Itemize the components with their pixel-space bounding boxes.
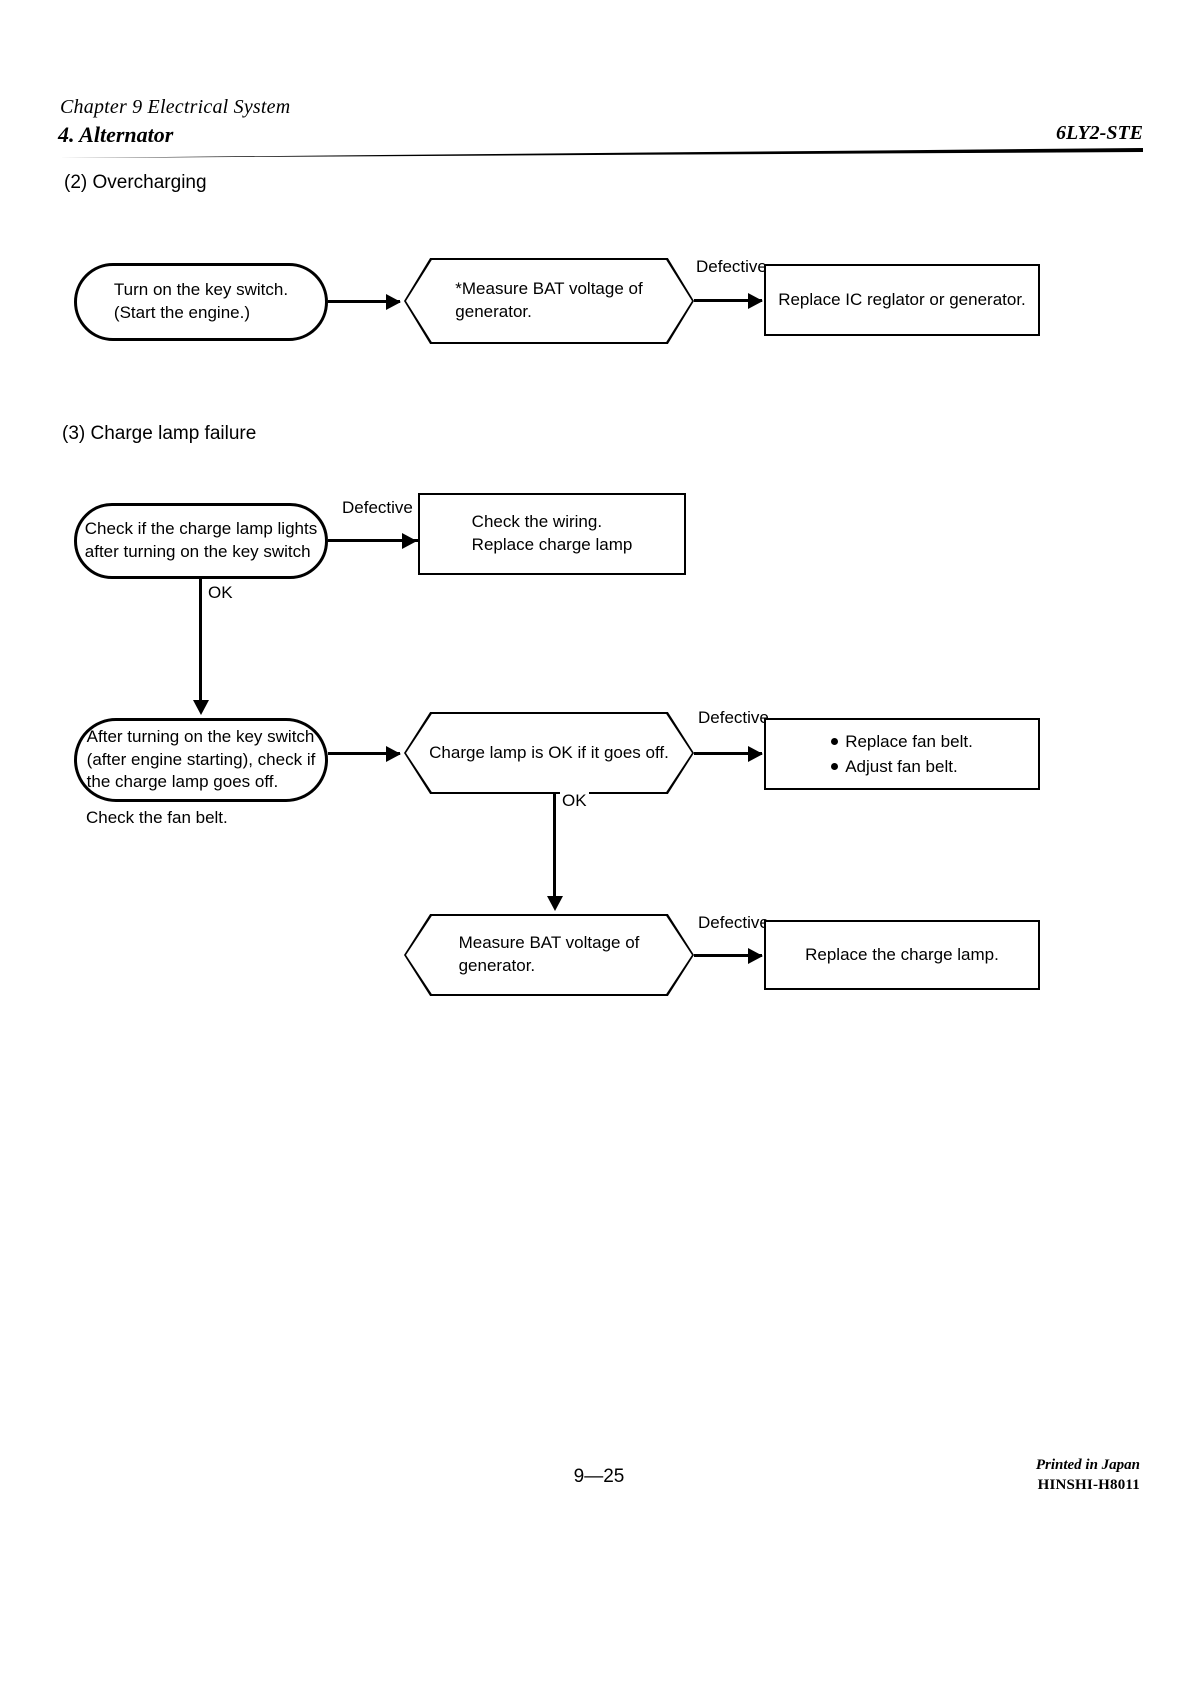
arrowhead-lamplights-to-afterkeyswitch xyxy=(193,700,209,715)
bullet-dot-icon xyxy=(831,763,839,770)
arrowhead-chargelampok-to-measurebat xyxy=(547,896,563,911)
section-heading-overcharging: (2) Overcharging xyxy=(64,172,207,193)
footer-code: HINSHI-H8011 xyxy=(1037,1477,1140,1494)
arrowhead-afterkeyswitch-to-chargelampok xyxy=(386,746,401,762)
edge-label-defective-2: Defective xyxy=(340,498,415,518)
connector-measurebat-to-replacelamp xyxy=(694,954,762,957)
connector-lamplights-to-afterkeyswitch xyxy=(199,579,202,707)
note-check-fan-belt: Check the fan belt. xyxy=(86,808,228,827)
node-replace-charge-lamp: Replace the charge lamp. xyxy=(764,920,1040,990)
edge-label-defective-3: Defective xyxy=(696,708,771,728)
arrowhead-measurebat-to-replacelamp xyxy=(748,948,763,964)
connector-chargelampok-to-fanbelt xyxy=(694,752,762,755)
node-measure-bat-voltage-1-fill xyxy=(406,260,692,342)
node-charge-lamp-ok-if-goes-off-fill xyxy=(406,714,692,792)
node-check-charge-lamp-lights: Check if the charge lamp lights after tu… xyxy=(74,503,328,579)
list-item-replace-fan-belt: Replace fan belt. xyxy=(831,729,973,755)
node-replace-charge-lamp-text: Replace the charge lamp. xyxy=(805,944,999,964)
connector-keyswitch-to-measure xyxy=(328,300,400,303)
connector-measure-to-replace-ic xyxy=(694,299,762,302)
header-chapter: Chapter 9 Electrical System xyxy=(60,96,291,118)
node-measure-bat-voltage-2: Measure BAT voltage of generator. xyxy=(404,914,694,996)
footer-printed-in: Printed in Japan xyxy=(1035,1457,1140,1473)
list-item-adjust-fan-belt-text: Adjust fan belt. xyxy=(845,757,958,776)
node-fan-belt-actions: Replace fan belt. Adjust fan belt. xyxy=(764,718,1040,790)
node-check-wiring-replace-lamp: Check the wiring. Replace charge lamp xyxy=(418,493,686,575)
node-replace-ic-regulator-text: Replace IC reglator or generator. xyxy=(778,289,1026,309)
arrowhead-chargelampok-to-fanbelt xyxy=(748,746,763,762)
node-measure-bat-voltage-1-text: *Measure BAT voltage of generator. xyxy=(455,279,643,321)
node-check-wiring-replace-lamp-text: Check the wiring. Replace charge lamp xyxy=(471,512,633,554)
node-after-key-switch-check-lamp-off: After turning on the key switch (after e… xyxy=(74,718,328,802)
section-heading-charge-lamp-failure: (3) Charge lamp failure xyxy=(62,423,257,444)
list-item-adjust-fan-belt: Adjust fan belt. xyxy=(831,754,973,780)
connector-chargelampok-to-measurebat xyxy=(553,794,556,902)
header-section-title: 4. Alternator xyxy=(58,122,174,147)
connector-lamplights-to-checkwiring xyxy=(328,539,418,542)
node-after-key-switch-check-lamp-off-text: After turning on the key switch (after e… xyxy=(86,726,316,792)
node-measure-bat-voltage-1: *Measure BAT voltage of generator. xyxy=(404,258,694,344)
node-replace-ic-regulator: Replace IC reglator or generator. xyxy=(764,264,1040,336)
footer-imprint: Printed in Japan HINSHI-H8011 xyxy=(1036,1455,1140,1496)
connector-afterkeyswitch-to-chargelampok xyxy=(328,752,400,755)
node-turn-on-key-switch-text: Turn on the key switch. (Start the engin… xyxy=(113,280,289,322)
node-measure-bat-voltage-2-text: Measure BAT voltage of generator. xyxy=(458,933,640,975)
page-number: 9—25 xyxy=(573,1466,625,1487)
node-turn-on-key-switch: Turn on the key switch. (Start the engin… xyxy=(74,263,328,341)
bullet-dot-icon xyxy=(831,737,839,745)
node-check-charge-lamp-lights-text: Check if the charge lamp lights after tu… xyxy=(84,519,318,561)
edge-label-defective-1: Defective xyxy=(694,257,769,277)
header-rule xyxy=(58,148,1143,158)
arrowhead-measure-to-replace-ic xyxy=(748,293,763,309)
node-charge-lamp-ok-if-goes-off-text: Charge lamp is OK if it goes off. xyxy=(429,742,669,762)
header-model-code: 6LY2-STE xyxy=(1055,122,1143,144)
fan-belt-action-list: Replace fan belt. Adjust fan belt. xyxy=(831,729,973,780)
edge-label-ok-2: OK xyxy=(560,791,589,811)
node-measure-bat-voltage-2-fill xyxy=(406,916,692,994)
node-charge-lamp-ok-if-goes-off: Charge lamp is OK if it goes off. xyxy=(404,712,694,794)
arrowhead-lamplights-to-checkwiring xyxy=(402,533,417,549)
edge-label-defective-4: Defective xyxy=(696,913,771,933)
arrowhead-keyswitch-to-measure xyxy=(386,294,401,310)
edge-label-ok-1: OK xyxy=(206,583,235,603)
list-item-replace-fan-belt-text: Replace fan belt. xyxy=(845,731,973,751)
